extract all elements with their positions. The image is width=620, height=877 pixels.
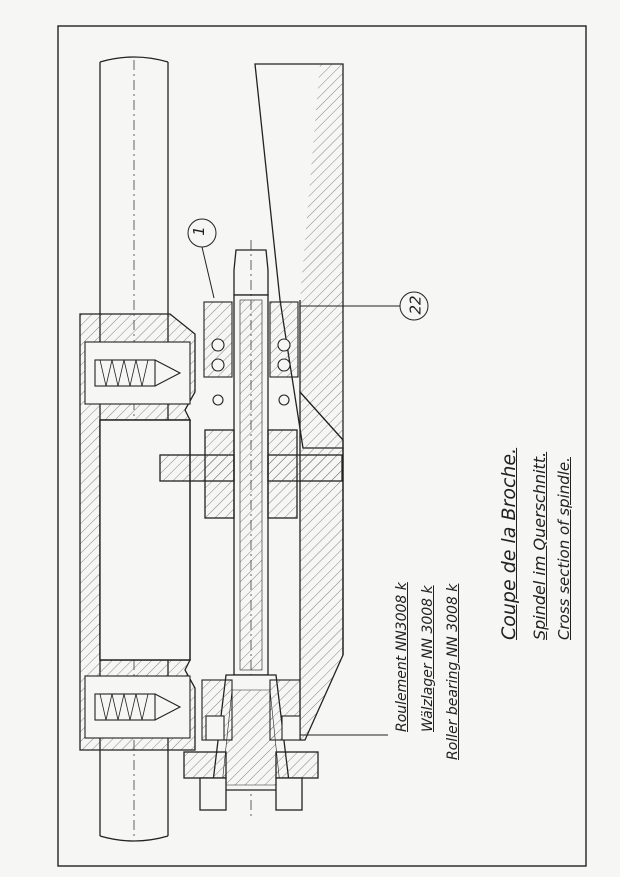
bearing-label-english: Roller bearing NN 3008 k (445, 583, 461, 760)
lower-bearings (201, 679, 301, 741)
bearing-label-french: Roulement NN3008 k (394, 582, 410, 732)
callout-1: 1 (189, 226, 208, 236)
upper-bearings (203, 301, 299, 406)
title-french: Coupe de la Broche. (498, 447, 520, 640)
screw-pocket-bottom (84, 675, 191, 739)
screw-pocket-top (84, 341, 191, 405)
gear (159, 429, 343, 519)
nose-ring (183, 751, 319, 811)
callout-22: 22 (406, 295, 425, 315)
drawing-frame (57, 25, 587, 867)
title-german: Spindel im Querschnitt. (530, 451, 549, 640)
callout-leaders (187, 218, 429, 736)
title-english: Cross section of spindle. (555, 457, 573, 640)
bearing-label-german: Wälzlager NN 3008 k (420, 585, 436, 732)
